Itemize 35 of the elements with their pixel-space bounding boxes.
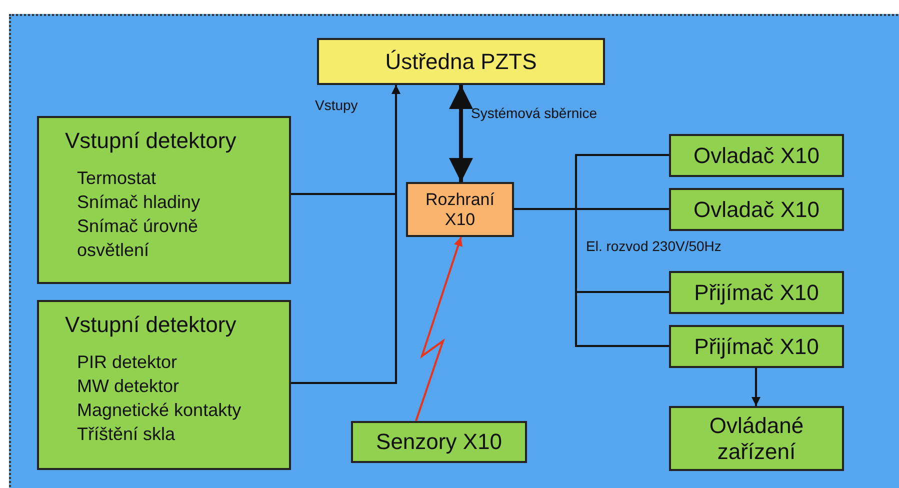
detector-group-box: [37, 300, 291, 470]
component-box: [669, 134, 844, 177]
box-label: Ovladač X10: [694, 196, 820, 222]
signal-arrow: [415, 236, 462, 422]
arrow: [449, 85, 473, 182]
box-label: Ovládané zařízení: [708, 413, 805, 464]
arrow: [291, 85, 400, 384]
list-item: Termostat: [77, 167, 156, 190]
annotation-label: Vstupy: [315, 97, 358, 113]
box-heading: Vstupní detektory: [65, 128, 236, 154]
connector-line: [514, 208, 669, 347]
component-box: [669, 325, 844, 368]
edge-label: Systémová sběrnice: [471, 105, 598, 121]
box-label: Rozhraní X10: [424, 190, 496, 230]
box-label: Přijímač X10: [694, 334, 819, 360]
component-box: [406, 182, 514, 237]
component-box: [669, 271, 844, 314]
list-item: Magnetické kontakty: [77, 399, 242, 422]
box-label: Přijímač X10: [694, 280, 819, 306]
list-item: Snímač hladiny: [77, 191, 200, 214]
component-box: [669, 188, 844, 231]
list-item: PIR detektor: [77, 351, 178, 374]
list-item: Tříštění skla: [77, 423, 176, 446]
component-box: [317, 38, 605, 85]
list-item: Snímač úrovně osvětlení: [77, 215, 200, 262]
component-box: [351, 421, 527, 463]
box-label: Ústředna PZTS: [385, 48, 537, 74]
component-box: [669, 406, 844, 471]
arrow: [752, 368, 760, 406]
list-item: MW detektor: [77, 375, 180, 398]
box-heading: Vstupní detektory: [65, 312, 236, 338]
box-label: Senzory X10: [376, 429, 502, 455]
box-label: Ovladač X10: [694, 142, 820, 168]
annotation-label: El. rozvod 230V/50Hz: [586, 238, 722, 254]
detector-group-box: [37, 116, 291, 284]
